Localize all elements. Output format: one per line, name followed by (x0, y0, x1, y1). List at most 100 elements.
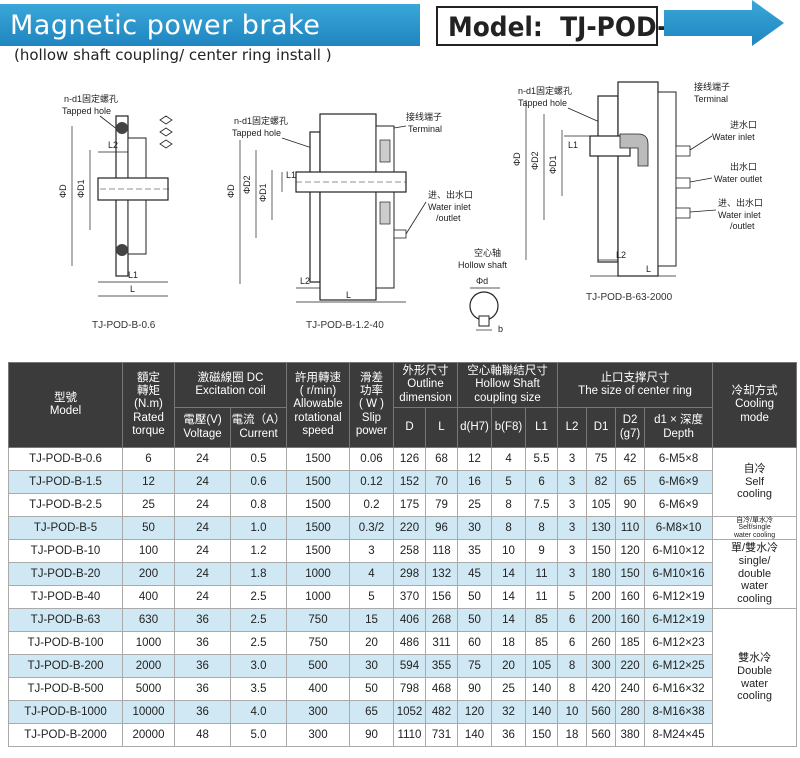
shaft-dim-d: Φd (476, 276, 488, 286)
table-cell: 10000 (122, 700, 175, 725)
d1-caption: TJ-POD-B-0.6 (92, 320, 156, 331)
table-cell: 200 (122, 562, 175, 587)
table-cell: 32 (491, 700, 527, 725)
table-cell: 6 (525, 470, 559, 494)
col-D2: D2(g7) (615, 407, 646, 448)
col-dH7: d(H7) (457, 407, 493, 448)
d1-dim-D1: ΦD1 (76, 179, 86, 198)
table-cell: 14 (491, 562, 527, 587)
table-cell: 15 (349, 608, 394, 633)
d2-water-en1: Water inlet (428, 202, 471, 212)
table-cell: 160 (615, 608, 646, 633)
table-cell: 11 (525, 562, 559, 587)
table-cell: 220 (615, 654, 646, 679)
table-cell: 20 (349, 631, 394, 656)
cell-model: TJ-POD-B-2000 (8, 723, 123, 748)
table-cell: 24 (174, 562, 231, 587)
table-cell: 6 (557, 631, 588, 656)
table-cell: 50 (122, 515, 175, 541)
table-cell: 16 (457, 470, 493, 494)
table-cell: 8 (557, 677, 588, 702)
table-cell: 560 (586, 700, 617, 725)
table-cell: 48 (174, 723, 231, 748)
technical-drawings: n-d1固定螺孔 Tapped hole ΦD ΦD1 L2 L1 L TJ-P… (58, 81, 763, 334)
title-banner: Magnetic power brake (0, 4, 420, 46)
table-cell: 50 (457, 608, 493, 633)
table-cell: 5000 (122, 677, 175, 702)
table-cell: 3.0 (230, 654, 287, 679)
cell-model: TJ-POD-B-10 (8, 539, 123, 564)
cell-model: TJ-POD-B-1.5 (8, 470, 123, 494)
d3-dim-D1: ΦD1 (548, 155, 558, 174)
table-cell: 14 (491, 585, 527, 610)
table-cell: 25 (457, 493, 493, 517)
table-cell: 1500 (286, 470, 350, 494)
table-cell: 280 (615, 700, 646, 725)
table-cell: 6-M6×9 (644, 470, 714, 494)
table-cell: 12 (122, 470, 175, 494)
d3-tapped-en: Tapped hole (518, 98, 567, 108)
table-cell: 42 (615, 447, 646, 471)
table-cell: 180 (586, 562, 617, 587)
table-cell: 5.0 (230, 723, 287, 748)
table-cell: 110 (615, 515, 646, 541)
table-cell: 4.0 (230, 700, 287, 725)
table-cell: 75 (457, 654, 493, 679)
col-voltage: 電壓(V)Voltage (174, 407, 231, 448)
model-text: Model: TJ-POD-B (448, 12, 686, 43)
table-cell: 130 (586, 515, 617, 541)
d3-terminal-en: Terminal (694, 94, 728, 104)
d2-dim-L1: L1 (286, 170, 296, 180)
table-cell: 140 (525, 700, 559, 725)
table-cell: 35 (457, 539, 493, 564)
d2-terminal-en: Terminal (408, 124, 442, 134)
table-cell: 65 (615, 470, 646, 494)
cell-model: TJ-POD-B-2.5 (8, 493, 123, 517)
table-cell: 355 (424, 654, 459, 679)
table-cell: 6-M6×9 (644, 493, 714, 517)
d2-tapped-en: Tapped hole (232, 128, 281, 138)
table-cell: 118 (424, 539, 459, 564)
table-cell: 14 (491, 608, 527, 633)
table-cell: 798 (393, 677, 426, 702)
table-cell: 630 (122, 608, 175, 633)
table-cell: 1052 (393, 700, 426, 725)
table-cell: 24 (174, 515, 231, 541)
d2-dim-D2: ΦD2 (242, 175, 252, 194)
table-cell: 6-M10×16 (644, 562, 714, 587)
table-cell: 24 (174, 470, 231, 494)
table-cell: 300 (586, 654, 617, 679)
table-cell: 132 (424, 562, 459, 587)
table-cell: 10 (557, 700, 588, 725)
table-cell: 79 (424, 493, 459, 517)
table-cell: 1000 (286, 585, 350, 610)
table-cell: 750 (286, 631, 350, 656)
table-cell: 0.6 (230, 470, 287, 494)
table-cell: 1000 (122, 631, 175, 656)
d3-dim-L1: L1 (568, 140, 578, 150)
table-cell: 68 (424, 447, 459, 471)
table-cell: 140 (525, 677, 559, 702)
table-cell: 5 (349, 585, 394, 610)
table-cell: 175 (393, 493, 426, 517)
table-cell: 1500 (286, 493, 350, 517)
table-cell: 258 (393, 539, 426, 564)
table-cell: 220 (393, 515, 426, 541)
table-cell: 380 (615, 723, 646, 748)
